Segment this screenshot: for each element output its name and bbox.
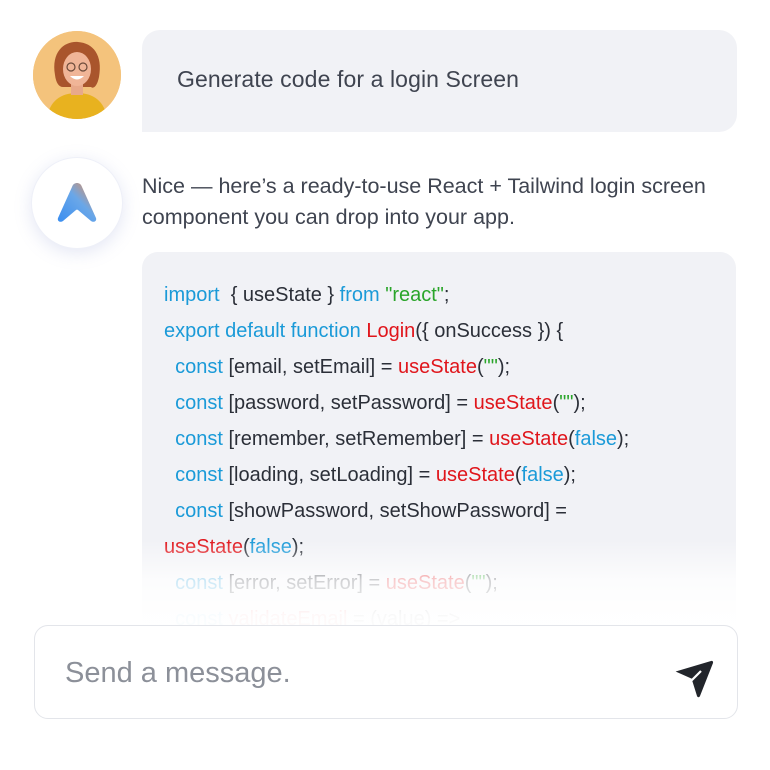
message-composer <box>34 625 738 719</box>
send-button[interactable] <box>671 657 715 699</box>
code-token: ); <box>497 356 511 378</box>
code-line: const [showPassword, setShowPassword] = <box>164 493 736 529</box>
code-token: import <box>164 284 220 306</box>
code-token: ); <box>563 464 576 486</box>
user-message-text: Generate code for a login Screen <box>177 66 520 92</box>
code-token <box>164 500 175 522</box>
code-token: useState <box>435 464 515 486</box>
code-token: const <box>175 356 223 378</box>
user-message-bubble: Generate code for a login Screen <box>142 30 737 132</box>
code-line: const [email, setEmail] = useState(""); <box>164 349 736 385</box>
code-token: [remember, setRemember] = <box>222 428 490 450</box>
code-token: false <box>521 464 564 486</box>
code-token: false <box>574 428 618 450</box>
user-avatar-icon <box>33 31 121 119</box>
code-token: ( <box>552 392 560 414</box>
code-token: const <box>175 392 223 414</box>
code-token: ({ onSuccess }) { <box>415 320 564 342</box>
code-token: [loading, setLoading] = <box>222 464 436 486</box>
code-token: Login <box>366 320 416 342</box>
code-line: const [loading, setLoading] = useState(f… <box>164 457 736 493</box>
code-token: useState <box>489 428 569 450</box>
code-token: ); <box>617 428 630 450</box>
code-token: from <box>339 284 380 306</box>
code-token: "" <box>483 356 498 378</box>
code-token: { useState } <box>219 284 340 306</box>
code-line: const [password, setPassword] = useState… <box>164 385 736 421</box>
code-line: import { useState } from "react"; <box>164 277 736 313</box>
assistant-avatar <box>32 158 122 248</box>
code-token: useState <box>473 392 553 414</box>
code-token: [email, setEmail] = <box>222 356 398 378</box>
code-token: useState <box>398 356 477 378</box>
code-token: const <box>175 464 223 486</box>
code-token <box>164 428 175 450</box>
code-token: ( <box>514 464 522 486</box>
code-token: "react" <box>385 284 444 306</box>
code-token: ; <box>443 284 450 306</box>
code-token <box>164 356 175 378</box>
code-token: "" <box>559 392 574 414</box>
code-token: const <box>175 500 223 522</box>
send-icon <box>673 660 714 698</box>
code-token <box>164 392 175 414</box>
code-token <box>164 464 175 486</box>
assistant-intro-text: Nice — here’s a ready-to-use React + Tai… <box>142 174 706 229</box>
assistant-logo-icon <box>57 183 97 222</box>
code-token: export default function <box>164 320 367 342</box>
user-avatar <box>33 31 121 119</box>
code-token: const <box>175 428 223 450</box>
message-input[interactable] <box>63 654 627 692</box>
code-token: [showPassword, setShowPassword] = <box>222 500 567 522</box>
code-token: ( <box>568 428 575 450</box>
code-fade-overlay <box>142 540 736 640</box>
code-token: ( <box>476 356 484 378</box>
code-token: ); <box>573 392 586 414</box>
code-line: const [remember, setRemember] = useState… <box>164 421 736 457</box>
code-token: [password, setPassword] = <box>222 392 474 414</box>
code-line: export default function Login({ onSucces… <box>164 313 736 349</box>
